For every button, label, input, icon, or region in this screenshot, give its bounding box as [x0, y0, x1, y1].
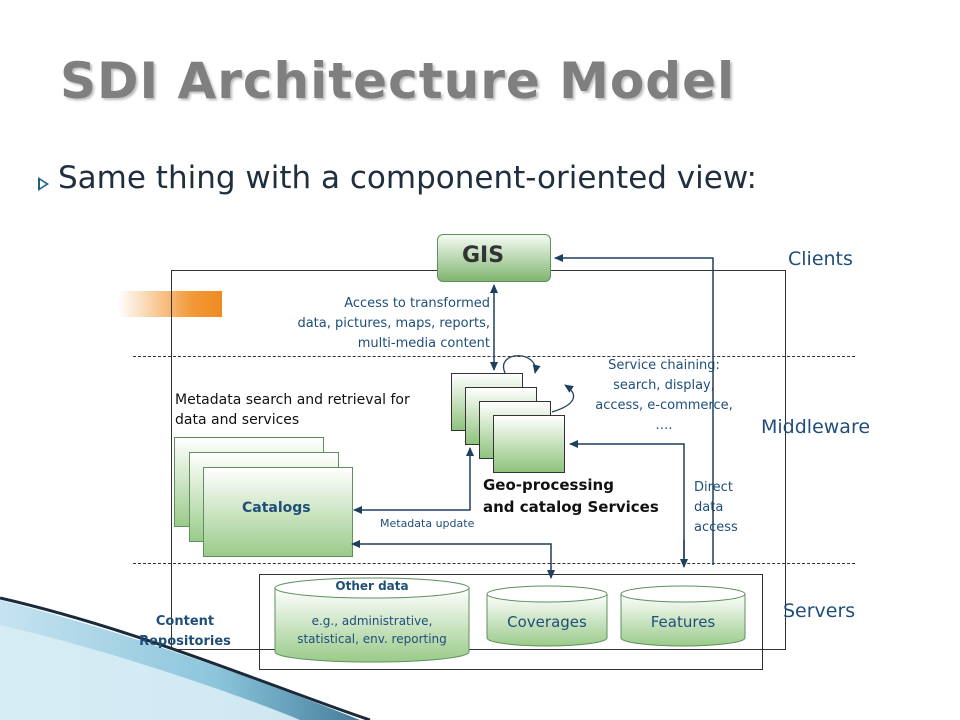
slide-title: SDI Architecture Model [60, 52, 736, 110]
service-chaining-arrow [569, 440, 685, 565]
features-label: Features [650, 613, 716, 631]
other-data-title: Other data [335, 579, 409, 593]
catalogs-label: Catalogs [242, 500, 311, 516]
coverages-label: Coverages [507, 613, 587, 631]
direct-access-arrow [554, 254, 714, 565]
metadata-search-note: Metadata search and retrieval for data a… [175, 392, 410, 428]
metadata-update-arrow [353, 447, 474, 514]
tier-label-servers: Servers [783, 600, 856, 622]
other-data-cylinder [274, 577, 470, 663]
orange-accent-bar [118, 291, 222, 317]
access-transformed-note: Access to transformed data, pictures, ma… [297, 296, 490, 351]
features-cylinder [620, 585, 746, 647]
metadata-update-note: Metadata update [380, 517, 475, 530]
tier-label-middleware: Middleware [761, 416, 871, 438]
other-data-description: e.g., administrative, statistical, env. … [297, 614, 447, 646]
content-repositories-label: Content Repositories [139, 614, 231, 649]
catalog-card-front [203, 467, 353, 557]
service-chaining-note: Service chaining: search, display, acces… [595, 358, 733, 433]
geo-loop-right [551, 384, 575, 413]
slide-subtitle: Same thing with a component-oriented vie… [58, 160, 757, 196]
tier-label-clients: Clients [788, 248, 853, 270]
geo-processing-label: Geo-processing and catalog Services [483, 476, 659, 516]
coverages-cylinder [486, 585, 608, 647]
geo-loop-top [502, 355, 541, 374]
catalog-server-arrow [351, 540, 555, 579]
geo-service-card-4 [493, 415, 565, 473]
bullet-arrow-icon [38, 177, 49, 191]
gis-client-box: GIS [437, 234, 551, 282]
